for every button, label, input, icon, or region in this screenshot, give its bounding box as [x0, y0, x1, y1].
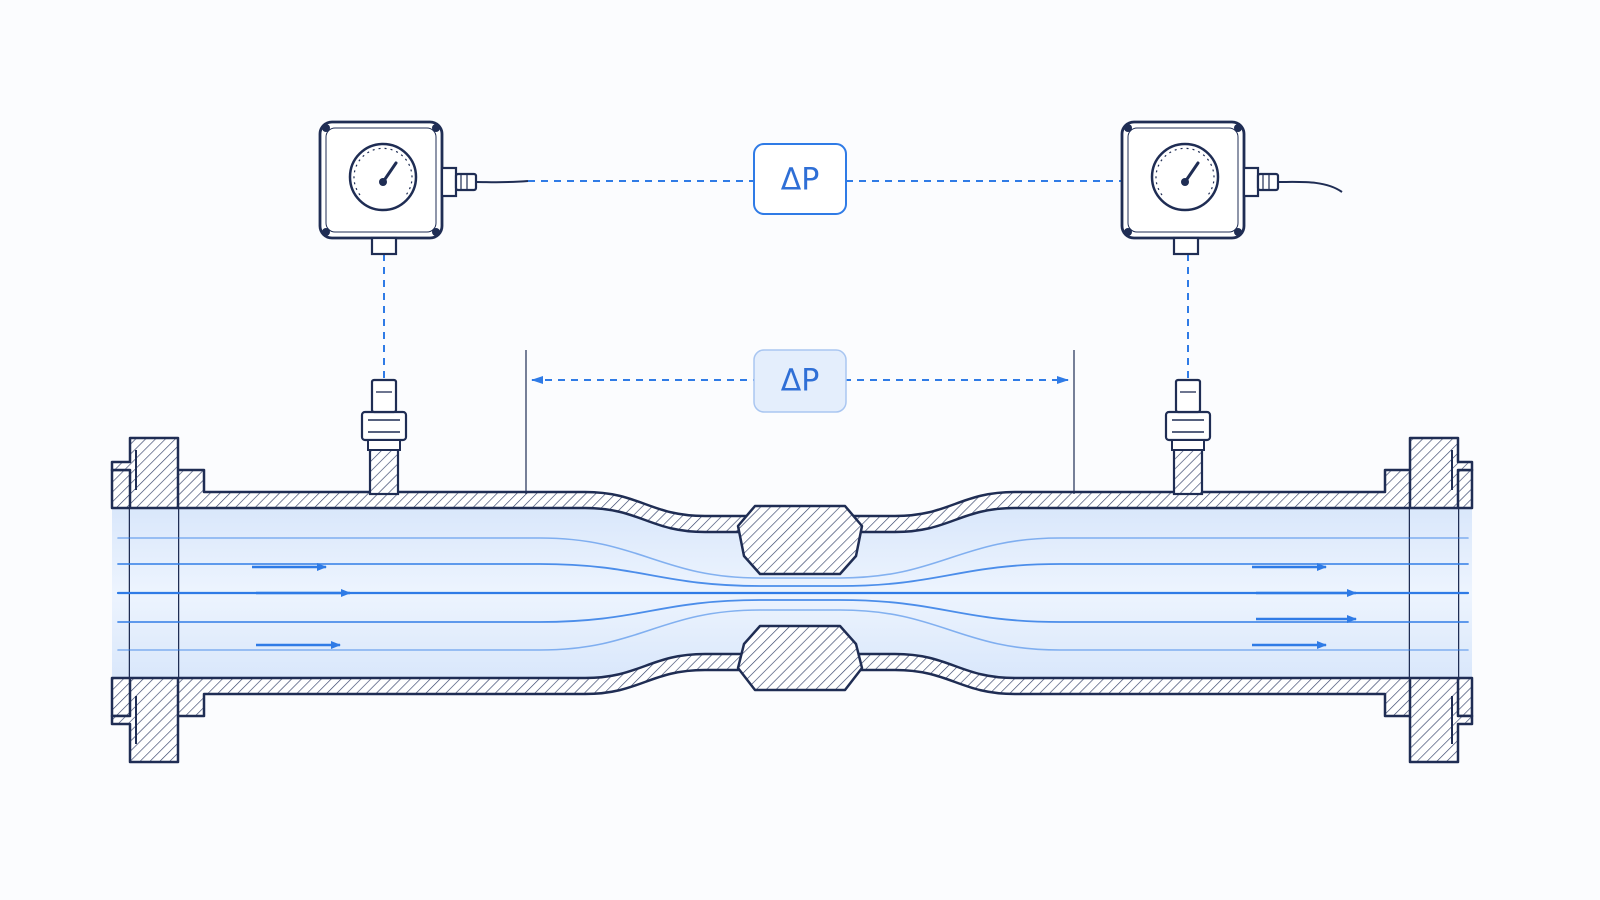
streamline: [117, 609, 1469, 651]
span-delta-text: ΔP: [781, 364, 820, 399]
throat-ring-top: [736, 504, 864, 576]
pressure-gauge-icon: [1150, 142, 1220, 212]
flow-arrows: [252, 563, 1357, 649]
pressure-tap-upstream: [360, 378, 408, 496]
measurement-span: ΔP: [525, 349, 1075, 494]
venturi-pipe: [110, 378, 1474, 764]
gauge-delta-text: ΔP: [781, 163, 820, 198]
streamline: [117, 563, 1469, 587]
gauge-delta-label: ΔP: [753, 143, 847, 215]
pressure-gauge-icon: [348, 142, 418, 212]
throat-ring-bottom: [736, 624, 864, 692]
pressure-gauge-upstream: [318, 120, 529, 256]
streamline: [117, 537, 1469, 579]
streamline: [117, 599, 1469, 623]
connection-lines: [383, 180, 1189, 380]
span-delta-label: ΔP: [753, 349, 847, 413]
pressure-tap-downstream: [1164, 378, 1212, 496]
pressure-gauge-downstream: [1120, 120, 1343, 256]
